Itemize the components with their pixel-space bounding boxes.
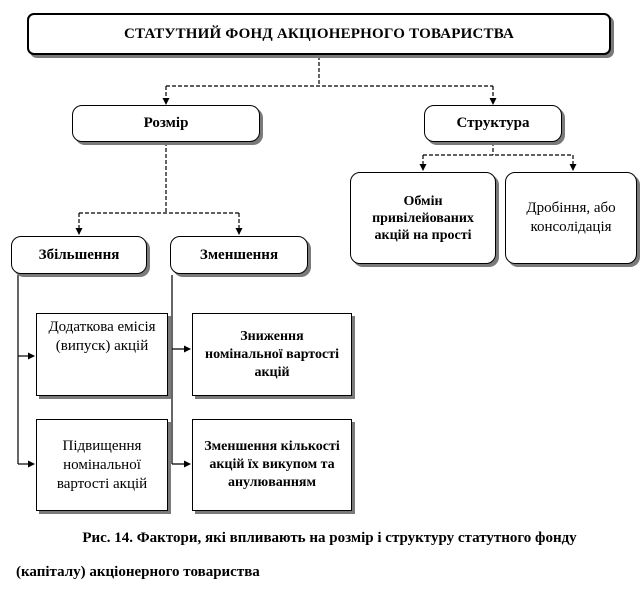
diagram-title: СТАТУТНИЙ ФОНД АКЦІОНЕРНОГО ТОВАРИСТВА <box>123 25 514 42</box>
raise-nominal-value-label: Підвищення номінальної вартості акцій <box>56 437 148 492</box>
additional-issue-node: Додаткова емісія (випуск) акцій <box>36 313 168 396</box>
diagram-title-box: СТАТУТНИЙ ФОНД АКЦІОНЕРНОГО ТОВАРИСТВА <box>27 13 611 55</box>
exchange-preferred-shares-label: Обмін привілейованих акцій на прості <box>372 193 474 243</box>
decrease-label: Зменшення <box>199 246 279 263</box>
size-label: Розмір <box>143 115 189 131</box>
reduce-share-count-node: Зменшення кількості акцій їх викупом та … <box>192 419 352 511</box>
figure-caption-line-1: Рис. 14. Фактори, які впливають на розмі… <box>82 530 577 546</box>
exchange-preferred-shares-node: Обмін привілейованих акцій на прості <box>350 172 496 264</box>
structure-node: Структура <box>424 105 562 142</box>
lower-nominal-value-node: Зниження номінальної вартості акцій <box>192 313 352 396</box>
split-consolidation-label: Дробіння, або консолідація <box>526 200 616 235</box>
reduce-share-count-label: Зменшення кількості акцій їх викупом та … <box>204 439 340 490</box>
lower-nominal-value-label: Зниження номінальної вартості акцій <box>205 328 339 380</box>
raise-nominal-value-node: Підвищення номінальної вартості акцій <box>36 419 168 511</box>
decrease-node: Зменшення <box>170 236 308 274</box>
structure-label: Структура <box>456 115 530 131</box>
additional-issue-label: Додаткова емісія (випуск) акцій <box>48 319 156 354</box>
size-node: Розмір <box>72 105 260 142</box>
split-consolidation-node: Дробіння, або консолідація <box>505 172 637 264</box>
figure-caption-line-2: (капіталу) акціонерного товариства <box>16 564 260 580</box>
increase-label: Збільшення <box>38 246 120 263</box>
increase-node: Збільшення <box>11 236 147 274</box>
